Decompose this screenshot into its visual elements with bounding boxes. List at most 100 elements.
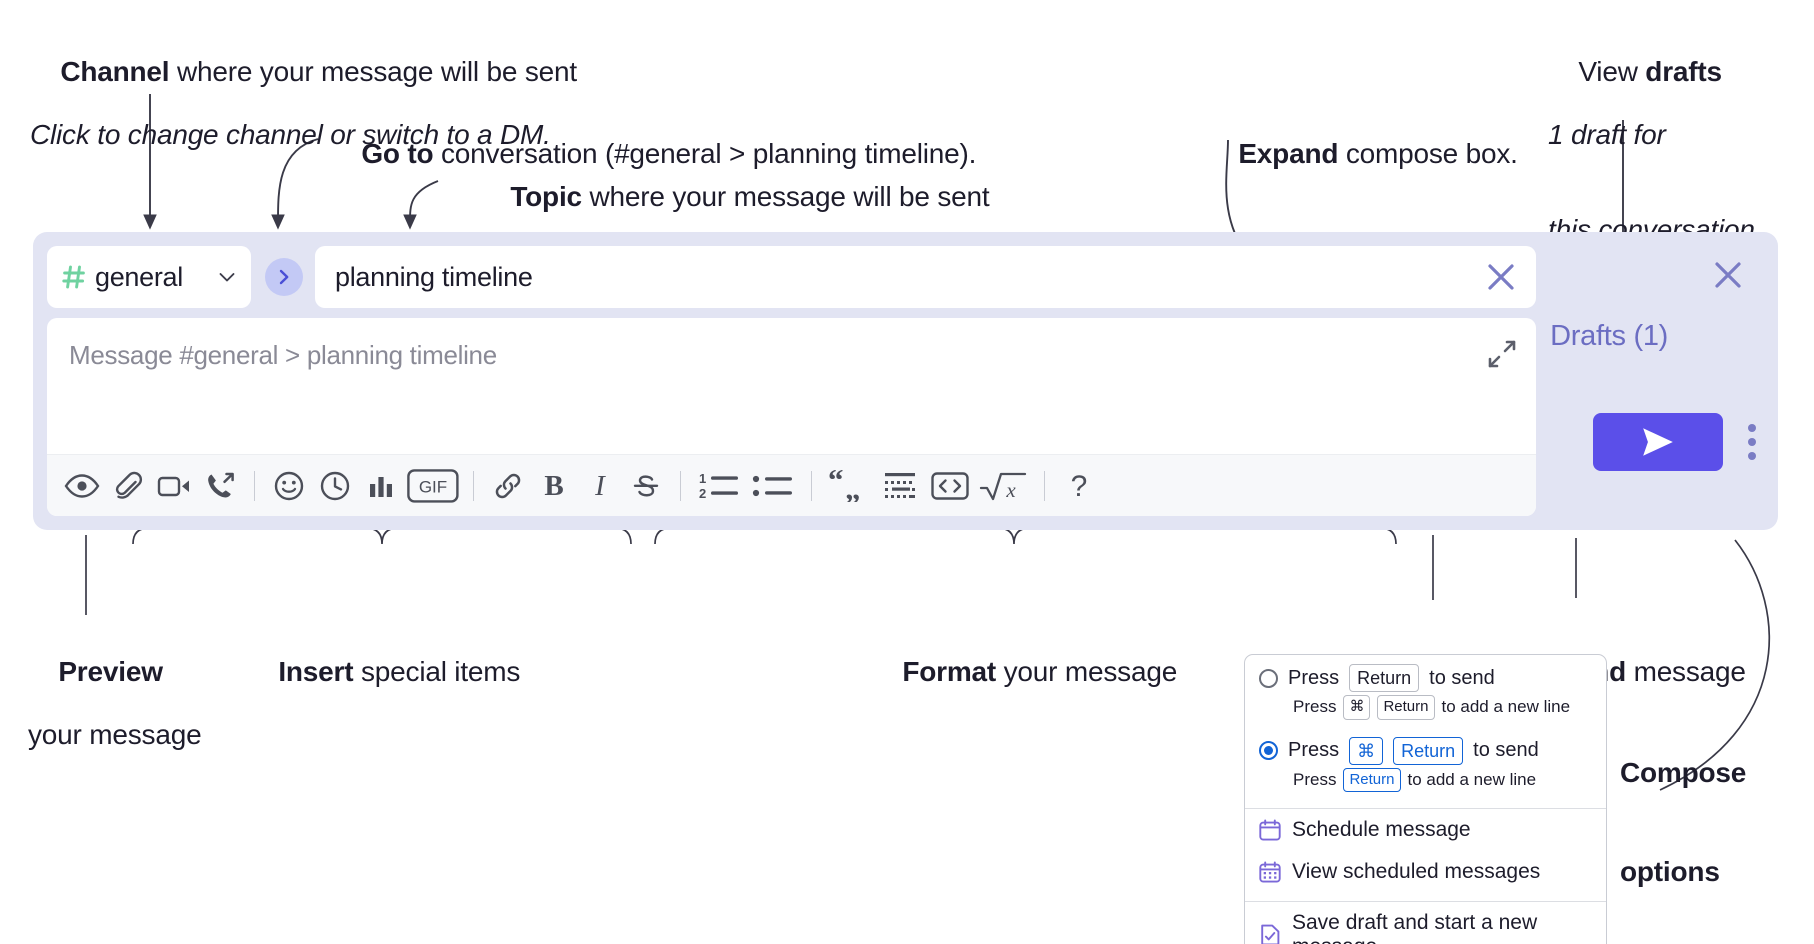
compose-panel: Drafts (1) gene bbox=[33, 232, 1778, 530]
expand-icon bbox=[1488, 340, 1516, 368]
drafts-link[interactable]: Drafts (1) bbox=[1550, 320, 1668, 352]
formatting-help-button[interactable]: ? bbox=[1056, 463, 1102, 509]
compose-options-menu-button[interactable] bbox=[1740, 417, 1764, 467]
eye-icon bbox=[64, 473, 100, 498]
option1-press: Press bbox=[1288, 666, 1340, 689]
expand-compose-button[interactable] bbox=[1486, 338, 1518, 370]
emoji-button[interactable] bbox=[266, 463, 312, 509]
topic-input[interactable]: planning timeline bbox=[315, 246, 1536, 308]
gif-icon: GIF bbox=[407, 468, 459, 503]
option2-key2: Return bbox=[1393, 736, 1464, 765]
annotation-drafts-sub1: 1 draft for bbox=[1548, 118, 1666, 150]
video-camera-icon bbox=[157, 476, 189, 496]
ordered-list-button[interactable]: 1 2 bbox=[692, 463, 746, 509]
compose-options-popup: Press Return to send Press ⌘ Return to a… bbox=[1244, 654, 1607, 944]
channel-selector[interactable]: general bbox=[47, 246, 251, 308]
option1-sub-press: Press bbox=[1293, 697, 1337, 717]
menu-item-view-scheduled[interactable]: View scheduled messages bbox=[1245, 851, 1606, 893]
annotation-compose-options-bold1: Compose bbox=[1620, 757, 1747, 789]
close-icon bbox=[1715, 262, 1741, 288]
close-icon[interactable] bbox=[1484, 260, 1518, 294]
chevron-down-icon bbox=[219, 273, 235, 282]
annotation-channel-bold: Channel bbox=[60, 55, 170, 87]
annotation-topic-rest: where your message will be sent bbox=[581, 180, 990, 212]
schedule-button[interactable] bbox=[312, 463, 358, 509]
bulleted-list-icon bbox=[752, 475, 792, 496]
menu-item-save-draft[interactable]: Save draft and start a new message bbox=[1245, 902, 1606, 944]
send-option-return[interactable]: Press Return to send bbox=[1245, 655, 1606, 694]
calendar-icon bbox=[1259, 819, 1281, 841]
phone-forward-icon bbox=[208, 472, 234, 497]
annotation-drafts-pre: View bbox=[1578, 55, 1646, 87]
menu-item-label: View scheduled messages bbox=[1292, 860, 1541, 884]
code-block-button[interactable] bbox=[875, 463, 925, 509]
channel-name: general bbox=[95, 261, 183, 292]
bold-icon: B bbox=[544, 471, 563, 501]
poll-button[interactable] bbox=[358, 463, 404, 509]
ordered-list-icon: 1 2 bbox=[699, 471, 738, 501]
link-icon bbox=[495, 473, 521, 498]
annotation-channel-rest: where your message will be sent bbox=[169, 55, 577, 87]
svg-text:x: x bbox=[1005, 478, 1016, 502]
svg-text:B: B bbox=[544, 471, 563, 501]
compose-inner: general planning timeline bbox=[47, 246, 1536, 516]
annotation-compose-options: Compose options menu bbox=[1620, 690, 1746, 944]
annotation-format: Format your message bbox=[872, 624, 1177, 719]
annotation-preview: Preview your message bbox=[28, 624, 202, 814]
message-input-area[interactable]: Message #general > planning timeline bbox=[47, 318, 1536, 516]
send-option-cmd-return[interactable]: Press ⌘ Return to send bbox=[1245, 728, 1606, 767]
annotation-channel-sub: Click to change channel or switch to a D… bbox=[30, 118, 551, 150]
divider-3 bbox=[680, 470, 681, 501]
strikethrough-icon bbox=[633, 474, 659, 496]
bulleted-list-button[interactable] bbox=[746, 463, 800, 509]
chevron-right-icon bbox=[279, 269, 289, 285]
radio-unselected-icon[interactable] bbox=[1259, 668, 1278, 688]
annotation-insert: Insert special items bbox=[248, 624, 520, 719]
attach-file-button[interactable] bbox=[105, 463, 151, 509]
option2-suffix: to send bbox=[1473, 739, 1539, 762]
annotation-preview-bold: Preview bbox=[58, 655, 163, 687]
question-mark-icon: ? bbox=[1071, 470, 1088, 502]
more-vertical-icon bbox=[1748, 438, 1756, 446]
formatting-toolbar: GIF B bbox=[47, 454, 1536, 516]
annotation-preview-line2: your message bbox=[28, 718, 202, 750]
annotation-insert-rest: special items bbox=[353, 655, 521, 687]
option1-sub-suffix: to add a new line bbox=[1441, 697, 1571, 717]
annotation-goto: Go to conversation (#general > planning … bbox=[331, 106, 976, 201]
goto-conversation-button[interactable] bbox=[265, 258, 303, 296]
option1-suffix: to send bbox=[1429, 666, 1495, 689]
annotation-topic: Topic where your message will be sent bbox=[480, 149, 990, 244]
svg-text:I: I bbox=[594, 471, 606, 501]
option2-sub-key: Return bbox=[1343, 767, 1401, 793]
close-panel-button[interactable] bbox=[1712, 259, 1744, 291]
record-video-button[interactable] bbox=[151, 463, 197, 509]
divider-2 bbox=[473, 470, 474, 501]
compose-header-row: general planning timeline bbox=[47, 246, 1536, 308]
annotation-topic-bold: Topic bbox=[510, 180, 582, 212]
svg-text:?: ? bbox=[1071, 470, 1088, 502]
italic-button[interactable]: I bbox=[577, 463, 623, 509]
option1-sub-key2: Return bbox=[1377, 695, 1435, 720]
send-button[interactable] bbox=[1593, 413, 1723, 471]
annotation-goto-rest: conversation (#general > planning timeli… bbox=[433, 137, 977, 169]
radio-selected-icon[interactable] bbox=[1259, 741, 1278, 761]
send-option-cmd-return-hint: Press Return to add a new line bbox=[1245, 767, 1606, 800]
code-block-icon bbox=[885, 472, 915, 498]
svg-text:„: „ bbox=[845, 471, 861, 502]
bold-button[interactable]: B bbox=[531, 463, 577, 509]
italic-icon: I bbox=[594, 471, 606, 501]
math-button[interactable]: x bbox=[975, 463, 1033, 509]
preview-button[interactable] bbox=[59, 463, 105, 509]
gif-button[interactable]: GIF bbox=[404, 463, 462, 509]
annotation-expand-rest: compose box. bbox=[1338, 137, 1518, 169]
annotation-channel: Channel where your message will be sent … bbox=[30, 24, 577, 214]
more-vertical-icon bbox=[1748, 424, 1756, 432]
menu-item-schedule-message[interactable]: Schedule message bbox=[1245, 809, 1606, 851]
record-audio-button[interactable] bbox=[197, 463, 243, 509]
link-button[interactable] bbox=[485, 463, 531, 509]
blockquote-button[interactable]: “ „ bbox=[823, 463, 875, 509]
inline-code-button[interactable] bbox=[925, 463, 975, 509]
option2-sub-suffix: to add a new line bbox=[1407, 769, 1537, 789]
strikethrough-button[interactable] bbox=[623, 463, 669, 509]
